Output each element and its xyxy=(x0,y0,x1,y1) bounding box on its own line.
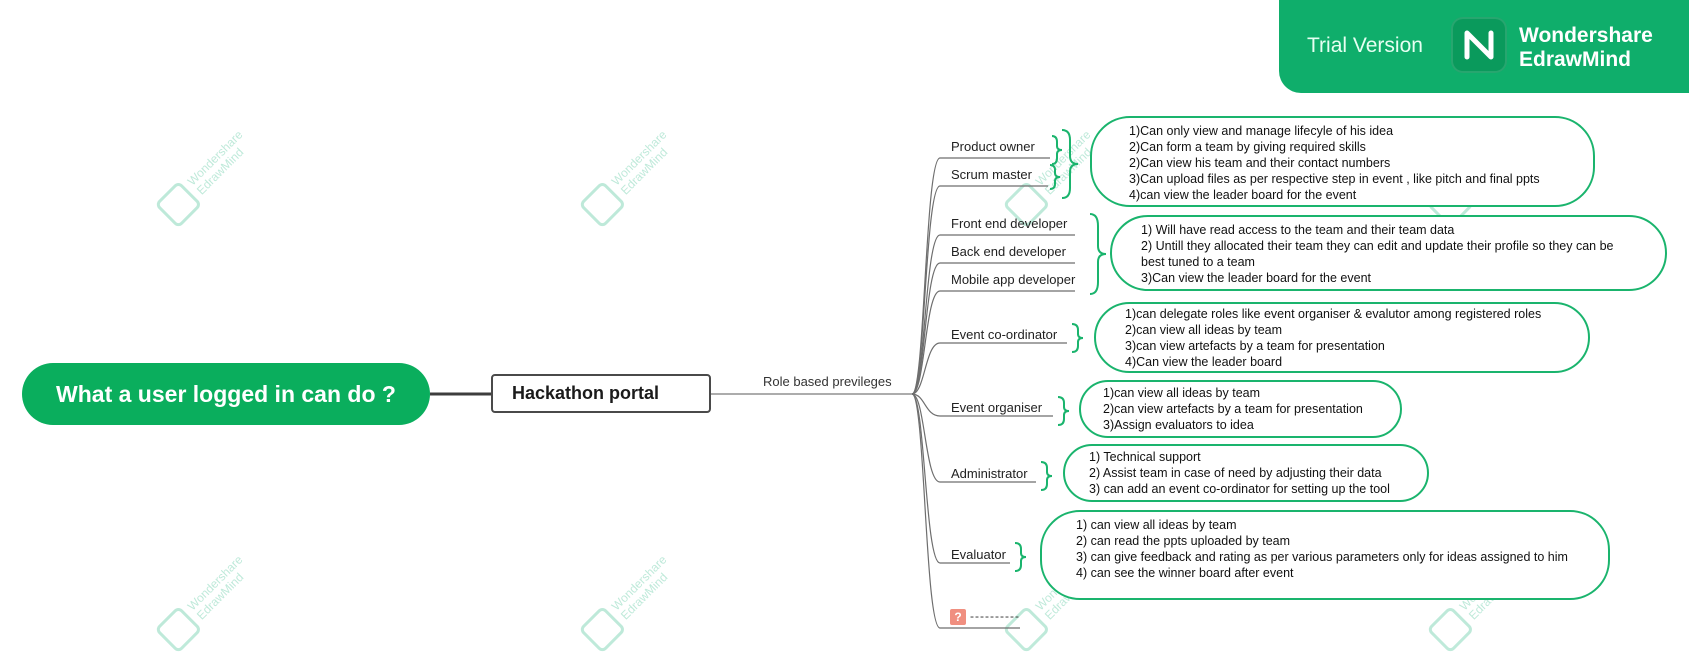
role-branches xyxy=(911,157,1075,629)
branch-back-end xyxy=(911,262,1075,395)
note-line: 2)can view all ideas by team xyxy=(1125,323,1283,337)
note-line: 2)Can view his team and their contact nu… xyxy=(1129,156,1391,170)
relation-label[interactable]: Role based previleges xyxy=(763,374,892,389)
role-mobile-app-developer[interactable]: Mobile app developer xyxy=(951,272,1076,287)
note-line: 1)can delegate roles like event organise… xyxy=(1125,307,1542,321)
note-event-organiser[interactable]: 1)can view all ideas by team 2)can view … xyxy=(1079,380,1402,438)
main-topic[interactable]: Hackathon portal xyxy=(491,374,711,413)
note-line: 2) can read the ppts uploaded by team xyxy=(1076,534,1291,548)
brace-event-coordinator xyxy=(1071,323,1084,353)
brace-group-2 xyxy=(1089,213,1107,295)
brace-group-1 xyxy=(1061,129,1079,199)
note-line: 2)Can form a team by giving required ski… xyxy=(1129,140,1366,154)
role-event-coordinator[interactable]: Event co-ordinator xyxy=(951,327,1058,342)
note-braces xyxy=(1014,129,1107,572)
note-line: 1) Technical support xyxy=(1089,450,1201,464)
note-line: 4) can see the winner board after event xyxy=(1076,566,1294,580)
note-developers[interactable]: 1) Will have read access to the team and… xyxy=(1110,215,1667,291)
role-back-end-developer[interactable]: Back end developer xyxy=(951,244,1066,259)
brand-line-1: Wondershare xyxy=(1519,24,1653,47)
placeholder-topic[interactable]: ---------- xyxy=(970,609,1020,623)
root-topic[interactable]: What a user logged in can do ? xyxy=(22,363,430,425)
role-front-end-developer[interactable]: Front end developer xyxy=(951,216,1068,231)
note-event-coordinator[interactable]: 1)can delegate roles like event organise… xyxy=(1094,302,1590,373)
branch-administrator xyxy=(911,393,1036,483)
role-evaluator[interactable]: Evaluator xyxy=(951,547,1006,562)
branch-event-organiser xyxy=(911,393,1053,417)
note-line: 3) can add an event co-ordinator for set… xyxy=(1089,482,1390,496)
trial-banner[interactable]: Trial Version Wondershare EdrawMind xyxy=(1279,0,1689,93)
role-administrator[interactable]: Administrator xyxy=(951,466,1028,481)
note-line: 1)Can only view and manage lifecyle of h… xyxy=(1129,124,1394,138)
note-line: 3)Assign evaluators to idea xyxy=(1103,418,1254,432)
role-scrum-master[interactable]: Scrum master xyxy=(951,167,1032,182)
branch-scrum-master xyxy=(911,185,1048,395)
note-owner-scrum[interactable]: 1)Can only view and manage lifecyle of h… xyxy=(1090,116,1595,207)
trial-version-label: Trial Version xyxy=(1307,34,1423,57)
note-line: 3)Can view the leader board for the even… xyxy=(1141,271,1371,285)
question-mark-icon[interactable]: ? xyxy=(950,609,966,625)
edrawmind-logo-icon xyxy=(1451,17,1507,73)
note-evaluator[interactable]: 1) can view all ideas by team 2) can rea… xyxy=(1040,510,1610,600)
note-line: 3)can view artefacts by a team for prese… xyxy=(1125,339,1385,353)
note-line: 4)can view the leader board for the even… xyxy=(1129,188,1357,202)
note-line: 1)can view all ideas by team xyxy=(1103,386,1261,400)
note-administrator[interactable]: 1) Technical support 2) Assist team in c… xyxy=(1063,444,1429,502)
branch-mobile-app xyxy=(911,290,1075,395)
note-line: 2) Assist team in case of need by adjust… xyxy=(1089,466,1382,480)
brand-line-2: EdrawMind xyxy=(1519,48,1632,71)
brace-evaluator xyxy=(1014,542,1027,572)
note-line: 3) can give feedback and rating as per v… xyxy=(1076,550,1568,564)
brand-name: Wondershare EdrawMind xyxy=(1519,24,1653,72)
note-line: 1) Will have read access to the team and… xyxy=(1141,223,1455,237)
note-line: 4)Can view the leader board xyxy=(1125,355,1283,369)
note-line: 1) can view all ideas by team xyxy=(1076,518,1237,532)
brace-product-owner xyxy=(1051,135,1063,165)
brace-event-organiser xyxy=(1057,396,1070,426)
note-line: 2)can view artefacts by a team for prese… xyxy=(1103,402,1363,416)
brace-administrator xyxy=(1040,461,1053,491)
brace-scrum-master xyxy=(1049,164,1061,190)
branch-event-coordinator xyxy=(911,342,1067,395)
branch-evaluator xyxy=(911,393,1010,564)
branch-placeholder xyxy=(911,393,1020,629)
note-line: 3)Can upload files as per respective ste… xyxy=(1129,172,1540,186)
note-line: 2) Untill they allocated their team they… xyxy=(1141,239,1614,269)
role-product-owner[interactable]: Product owner xyxy=(951,139,1035,154)
role-event-organiser[interactable]: Event organiser xyxy=(951,400,1043,415)
